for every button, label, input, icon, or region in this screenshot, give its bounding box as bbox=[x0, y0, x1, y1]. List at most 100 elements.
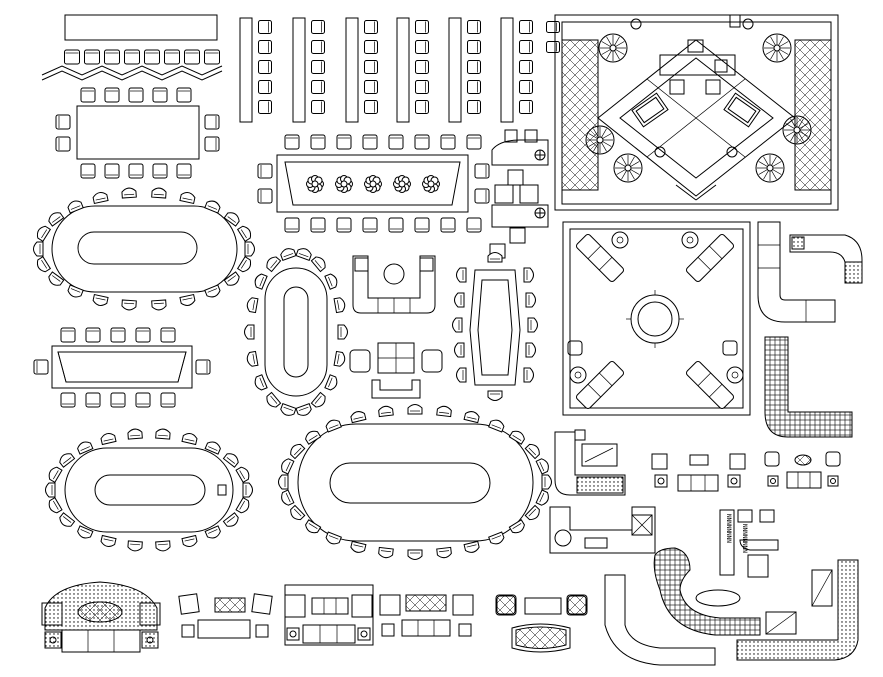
table-top bbox=[76, 105, 200, 160]
banquet-chairs bbox=[33, 327, 211, 408]
round-chair bbox=[454, 342, 465, 358]
chair bbox=[546, 21, 560, 33]
round-chair bbox=[48, 466, 63, 483]
round-chair bbox=[281, 458, 295, 475]
round-chair bbox=[36, 256, 52, 273]
chair bbox=[80, 87, 96, 103]
oval-table-18 bbox=[45, 428, 253, 552]
round-chair bbox=[487, 252, 503, 263]
chair bbox=[84, 49, 100, 65]
large-oval-table bbox=[278, 404, 552, 560]
round-chair bbox=[254, 374, 268, 391]
round-chair bbox=[488, 531, 505, 545]
chair bbox=[440, 134, 456, 150]
round-chair bbox=[333, 297, 346, 314]
chair bbox=[104, 163, 120, 179]
round-chair bbox=[204, 284, 221, 298]
sofa-set-bottom-2 bbox=[284, 584, 374, 646]
round-chair bbox=[36, 225, 52, 242]
chair bbox=[135, 327, 151, 343]
chair bbox=[414, 217, 430, 233]
round-chair bbox=[246, 297, 259, 314]
chair bbox=[110, 392, 126, 408]
chair bbox=[55, 114, 71, 130]
round-chair bbox=[155, 540, 171, 552]
chair bbox=[415, 100, 429, 114]
chair bbox=[467, 100, 481, 114]
round-chair bbox=[100, 534, 117, 547]
round-chair bbox=[527, 317, 538, 333]
chair bbox=[257, 188, 273, 204]
chair bbox=[474, 188, 490, 204]
round-chair bbox=[524, 443, 540, 460]
chair bbox=[284, 217, 300, 233]
round-chair bbox=[523, 267, 534, 283]
chair bbox=[362, 217, 378, 233]
chair bbox=[311, 100, 325, 114]
chair bbox=[310, 134, 326, 150]
round-chair bbox=[324, 273, 338, 290]
round-chair bbox=[244, 241, 255, 257]
round-chair bbox=[456, 367, 467, 383]
tapered-conference-table bbox=[452, 252, 538, 401]
octo-sofas bbox=[567, 231, 744, 410]
round-chair bbox=[59, 453, 76, 468]
round-chair bbox=[290, 504, 306, 521]
round-table-room bbox=[562, 221, 751, 416]
chair bbox=[204, 49, 220, 65]
ovalv-chairs bbox=[244, 248, 348, 416]
round-chair bbox=[222, 453, 239, 468]
chair bbox=[311, 80, 325, 94]
chair bbox=[364, 40, 378, 54]
round-chair bbox=[295, 403, 312, 416]
chair bbox=[60, 392, 76, 408]
round-chair bbox=[67, 200, 84, 214]
planters bbox=[306, 175, 440, 193]
chair bbox=[60, 327, 76, 343]
chair bbox=[519, 80, 533, 94]
chair bbox=[258, 80, 272, 94]
chair bbox=[546, 41, 560, 53]
oval-top bbox=[51, 205, 238, 293]
chair bbox=[364, 20, 378, 34]
workstation-hatch-mark: NNNNNNNN bbox=[725, 514, 732, 543]
chair bbox=[144, 49, 160, 65]
round-chair bbox=[266, 391, 282, 408]
chair bbox=[466, 134, 482, 150]
round-chair bbox=[121, 187, 137, 199]
round-chair bbox=[236, 256, 252, 273]
round-chair bbox=[151, 187, 167, 199]
round-chair bbox=[242, 482, 253, 498]
planter bbox=[306, 175, 324, 193]
chair bbox=[311, 40, 325, 54]
workstation-hatch-mark-2: NNNNNNNN bbox=[741, 524, 748, 553]
chair bbox=[415, 80, 429, 94]
chair bbox=[152, 87, 168, 103]
chair bbox=[311, 60, 325, 74]
round-chair bbox=[204, 525, 221, 539]
small-lounge-set bbox=[349, 342, 443, 399]
chair bbox=[128, 163, 144, 179]
round-chair bbox=[223, 212, 240, 227]
sofa-set-bottom-1 bbox=[178, 593, 273, 639]
round-chair bbox=[508, 430, 525, 445]
round-chair bbox=[325, 419, 342, 433]
chair bbox=[364, 100, 378, 114]
lounge-sofa bbox=[685, 360, 735, 410]
round-chair bbox=[278, 474, 289, 490]
bench-row-group bbox=[41, 14, 223, 81]
l-sofa-dotted bbox=[554, 429, 626, 496]
round-chair bbox=[204, 200, 221, 214]
bench-backboard bbox=[64, 14, 218, 41]
round-chair bbox=[325, 531, 342, 545]
chair bbox=[362, 134, 378, 150]
boardroom-planter-table bbox=[257, 134, 490, 233]
chair bbox=[415, 20, 429, 34]
chair bbox=[364, 60, 378, 74]
round-chair bbox=[179, 192, 196, 205]
round-chair bbox=[541, 474, 552, 490]
round-chair bbox=[67, 284, 84, 298]
round-chair bbox=[151, 299, 167, 311]
round-chair bbox=[508, 519, 525, 534]
oval1-chairs bbox=[33, 187, 255, 311]
